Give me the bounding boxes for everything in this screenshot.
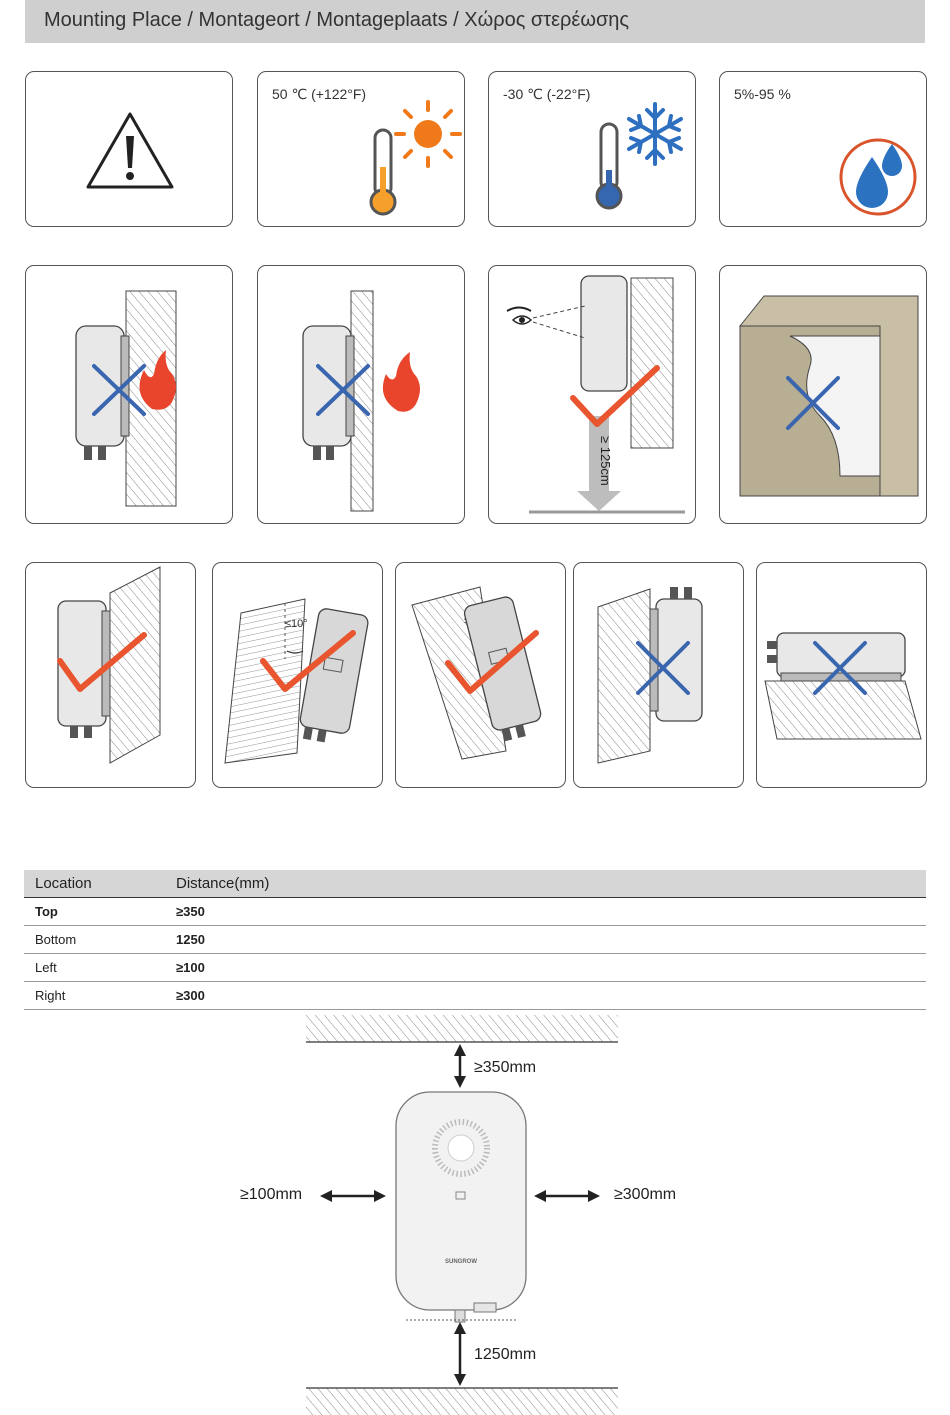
column-header-distance: Distance(mm)	[176, 875, 270, 892]
min-temperature-label: -30 ℃ (-22°F)	[503, 86, 591, 102]
fire-icon	[139, 350, 176, 410]
cross-icon	[92, 364, 146, 416]
eye-icon	[506, 306, 532, 312]
left-clearance-label: ≥100mm	[240, 1186, 303, 1203]
max-temperature-label: 50 ℃ (+122°F)	[272, 86, 367, 102]
check-icon	[260, 630, 356, 692]
row-distance: ≥350	[176, 904, 205, 919]
right-clearance-label: ≥300mm	[614, 1186, 677, 1203]
check-icon	[57, 632, 147, 692]
max-temperature-card: 50 ℃ (+122°F)	[257, 71, 465, 227]
vertical-mount-card	[25, 562, 196, 788]
right-arrow	[534, 1190, 600, 1202]
row-location: Left	[35, 960, 57, 975]
cold-thermometer-icon	[595, 102, 683, 210]
table-row: Left ≥100	[24, 954, 926, 982]
top-arrow	[454, 1044, 466, 1088]
row-distance: 1250	[176, 932, 205, 947]
inverter-front: SUNGROW	[395, 1091, 527, 1323]
left-arrow	[320, 1190, 386, 1202]
cross-icon	[813, 641, 867, 695]
forward-tilt-card: ≤10°	[395, 562, 566, 788]
cross-icon	[636, 641, 690, 695]
humidity-card: 5%-95 %	[719, 71, 927, 227]
table-row: Right ≥300	[24, 982, 926, 1010]
row-distance: ≥300	[176, 988, 205, 1003]
tilt-label: ≤10°	[285, 618, 308, 630]
clearance-diagram: SUNGROW	[306, 1015, 618, 1415]
warning-icon	[86, 112, 174, 189]
mounting-height-illustration: ≥ 125cm	[506, 275, 685, 514]
flammable-wall-illustration	[75, 290, 177, 507]
column-header-location: Location	[35, 875, 92, 892]
fire-icon	[382, 352, 420, 412]
row-distance: ≥100	[176, 960, 205, 975]
sun-icon	[394, 100, 462, 168]
vertical-mount-illustration	[57, 566, 161, 764]
warning-card	[25, 71, 233, 227]
humidity-drop-icon	[839, 138, 917, 216]
fire-near-wall-card	[257, 265, 465, 524]
horizontal-mount-illustration	[764, 632, 922, 740]
backward-tilt-card: ≤10°	[212, 562, 383, 788]
horizontal-mount-card	[756, 562, 927, 788]
humidity-label: 5%-95 %	[734, 86, 791, 102]
table-header: Location Distance(mm)	[24, 870, 926, 898]
clearance-table: Location Distance(mm) Top ≥350 Bottom 12…	[24, 870, 926, 1010]
section-header: Mounting Place / Montageort / Montagepla…	[25, 0, 925, 43]
brand-logo: SUNGROW	[445, 1259, 477, 1265]
row-location: Right	[35, 988, 66, 1003]
backward-tilt-illustration: ≤10°	[224, 598, 369, 764]
height-note: ≥ 125cm	[598, 436, 613, 486]
mounting-height-card: ≥ 125cm	[488, 265, 696, 524]
cross-icon	[786, 376, 840, 430]
cross-icon	[316, 364, 370, 416]
fire-near-wall-illustration	[302, 290, 420, 512]
snowflake-icon	[627, 102, 683, 166]
row-location: Bottom	[35, 932, 77, 947]
upside-down-card	[573, 562, 744, 788]
flammable-wall-card	[25, 265, 233, 524]
bottom-arrow	[454, 1322, 466, 1386]
upside-down-illustration	[597, 587, 703, 764]
forward-tilt-illustration: ≤10°	[411, 586, 542, 760]
table-row: Top ≥350	[24, 898, 926, 926]
min-temperature-card: -30 ℃ (-22°F)	[488, 71, 696, 227]
top-clearance-label: ≥350mm	[474, 1059, 537, 1076]
table-row: Bottom 1250	[24, 926, 926, 954]
enclosed-space-illustration	[738, 295, 919, 497]
enclosed-space-card	[719, 265, 927, 524]
bottom-clearance-label: 1250mm	[474, 1346, 537, 1363]
hot-thermometer-icon	[369, 100, 462, 216]
check-icon	[445, 630, 539, 694]
section-title: Mounting Place / Montageort / Montagepla…	[44, 9, 630, 31]
check-icon	[570, 365, 660, 427]
row-location: Top	[35, 904, 58, 919]
